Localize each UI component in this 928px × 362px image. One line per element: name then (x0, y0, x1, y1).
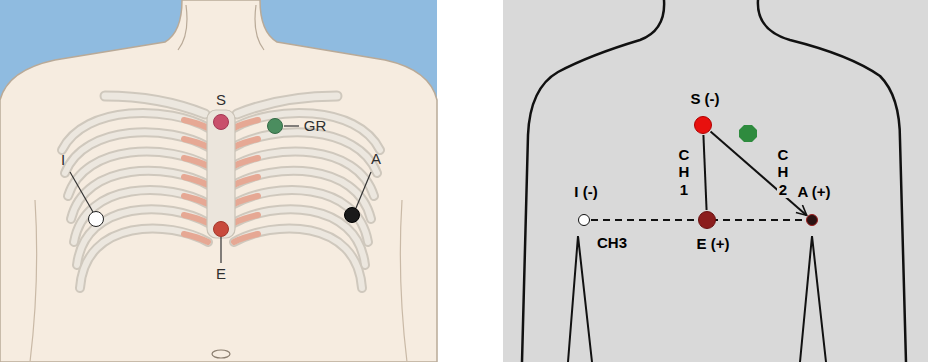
costal-cartilage (234, 215, 258, 223)
leader-line (356, 172, 371, 208)
background (503, 0, 928, 362)
leader-line (284, 125, 299, 126)
ground-electrode (739, 125, 757, 142)
rib (77, 209, 208, 265)
costal-cartilage (184, 177, 208, 185)
torso (0, 0, 437, 362)
sternum (207, 110, 235, 238)
leader-line (70, 172, 93, 212)
costal-cartilage (184, 120, 208, 128)
costal-cartilage (234, 234, 258, 242)
costal-cartilage (184, 158, 208, 166)
body-outline (758, 0, 906, 362)
electrode-label: S (216, 92, 226, 109)
channel-line (703, 135, 706, 210)
electrode-label: I (61, 152, 65, 169)
electrode-dot (213, 221, 229, 237)
rib (234, 228, 362, 288)
costal-cartilage (234, 120, 258, 128)
electrode-dot (694, 116, 712, 134)
arm-outline (568, 236, 592, 362)
channel-label: C H 2 (777, 146, 789, 198)
costal-cartilage (184, 196, 208, 204)
electrode-label: S (-) (690, 91, 719, 108)
background (0, 0, 437, 362)
costal-cartilage (234, 196, 258, 204)
rib (80, 228, 208, 288)
rib (234, 228, 362, 288)
electrode-label: E (+) (697, 236, 730, 253)
electrode-dot (806, 214, 818, 226)
channel-label: C H 1 (678, 146, 690, 198)
electrode-label: A (371, 151, 381, 168)
electrode-label: GR (304, 118, 327, 135)
clavicle (105, 96, 205, 114)
clavicle (237, 96, 337, 114)
channel-line (711, 132, 807, 216)
neck-line (178, 5, 264, 50)
body-outline (522, 0, 664, 362)
costal-cartilage (234, 139, 258, 147)
navel (212, 350, 230, 358)
electrode-dot (213, 114, 229, 130)
electrode-dot (344, 207, 360, 223)
costal-cartilage (234, 177, 258, 185)
leader-line (220, 237, 221, 263)
clavicle (237, 96, 337, 114)
rib (77, 209, 208, 265)
electrode-label: A (+) (797, 184, 830, 201)
electrode-dot (578, 214, 590, 226)
arm-line (30, 200, 407, 362)
electrode-dot (698, 211, 716, 229)
electrode-label: I (-) (574, 184, 597, 201)
rib (80, 228, 208, 288)
channel-label: CH3 (597, 234, 627, 251)
arm-outline (800, 236, 826, 362)
electrode-dot (88, 211, 104, 227)
costal-cartilage (184, 234, 208, 242)
electrode-dot (267, 118, 283, 134)
clavicle (105, 96, 205, 114)
costal-cartilage (184, 215, 208, 223)
electrode-label: E (216, 266, 226, 283)
costal-cartilage (184, 139, 208, 147)
costal-cartilage (234, 158, 258, 166)
